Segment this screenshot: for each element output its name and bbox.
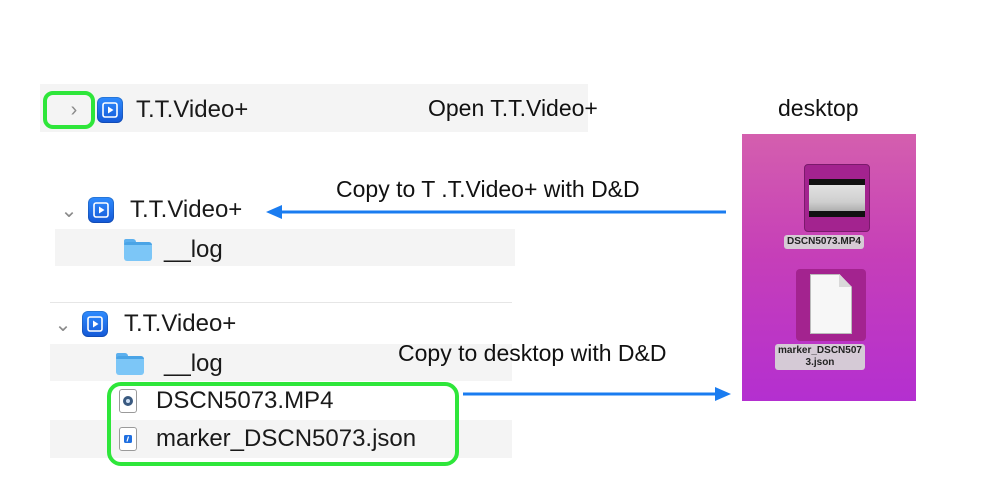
video-thumbnail[interactable]	[804, 164, 870, 232]
step1-folder-label: T.T.Video+	[136, 96, 249, 123]
app-icon	[88, 197, 114, 223]
video-file-icon	[119, 389, 137, 413]
chevron-down-icon[interactable]: ⌄	[54, 313, 72, 336]
video-file-label: DSCN5073.MP4	[156, 387, 334, 414]
arrow-left-icon	[266, 205, 726, 219]
step2-log-label: __log	[164, 236, 223, 263]
app-icon	[97, 97, 123, 123]
step3-log-label: __log	[164, 350, 223, 377]
step3-folder-label: T.T.Video+	[124, 310, 237, 337]
json-file-label: marker_DSCN5073.json	[156, 425, 417, 452]
file-row-json[interactable]: marker_DSCN5073.json	[119, 425, 416, 453]
desktop-video-label: DSCN5073.MP4	[784, 235, 864, 249]
row-stripe	[40, 84, 588, 132]
chevron-down-icon[interactable]: ⌄	[60, 199, 78, 222]
step3-folder-row[interactable]: ⌄ T.T.Video+	[52, 310, 236, 338]
chevron-right-icon[interactable]: ›	[70, 98, 78, 121]
desktop-json-label: marker_DSCN507 3.json	[775, 344, 865, 370]
app-icon	[82, 311, 108, 337]
step3-annotation: Copy to desktop with D&D	[398, 340, 667, 366]
step2-log-row[interactable]: __log	[124, 236, 223, 264]
arrow-right-icon	[463, 387, 731, 401]
folder-icon	[124, 239, 152, 261]
file-row-video[interactable]: DSCN5073.MP4	[119, 387, 333, 415]
step2-folder-label: T.T.Video+	[130, 196, 243, 223]
files-highlight	[107, 382, 459, 466]
document-icon[interactable]	[810, 274, 852, 334]
step2-annotation: Copy to T .T.Video+ with D&D	[336, 176, 640, 202]
step3-log-row[interactable]: __log	[116, 350, 223, 378]
step1-annotation: Open T.T.Video+	[428, 95, 598, 121]
divider	[50, 302, 512, 303]
desktop-panel: DSCN5073.MP4 marker_DSCN507 3.json	[742, 134, 916, 401]
expand-highlight	[43, 91, 95, 129]
folder-icon	[116, 353, 144, 375]
json-file-icon	[119, 427, 137, 451]
desktop-json-label-line2: 3.json	[805, 357, 835, 368]
desktop-json-label-line1: marker_DSCN507	[778, 345, 862, 356]
desktop-title: desktop	[778, 95, 859, 121]
step2-folder-row[interactable]: ⌄ T.T.Video+	[58, 196, 242, 224]
step1-folder-row[interactable]: › T.T.Video+	[63, 96, 248, 124]
